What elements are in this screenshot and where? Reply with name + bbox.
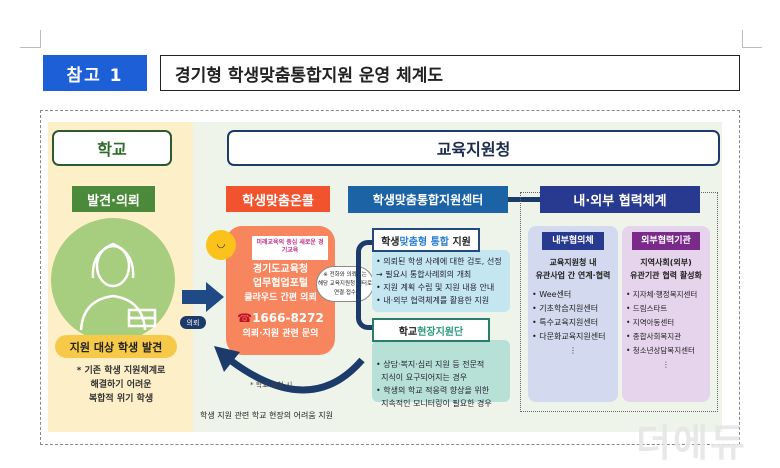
bracket <box>356 240 374 330</box>
coop-title: 내·외부 협력체계 <box>540 186 700 213</box>
list-item: • 드림스타트 <box>626 304 668 313</box>
list-item: • 지자체·행정복지센터 <box>626 290 698 299</box>
bubble-line: ※ 전화와 의뢰서는 <box>323 272 367 278</box>
arrow-right-icon <box>182 282 224 312</box>
phone-number: 1666-8272 <box>252 311 324 325</box>
bubble-line: 연결·접수 <box>334 290 356 296</box>
desc-line: 유관기관 협력 활성화 <box>630 271 702 280</box>
gyeonggi-logo: 미래교육의 중심 새로운 경기교육 <box>252 236 328 260</box>
list-item: • 다문화교육지원센터 <box>532 332 606 341</box>
student-icon <box>51 218 175 342</box>
support-item: • 내·외부 협력체계를 활용한 지원 <box>376 296 490 305</box>
support-item: • 지원 계획 수립 및 지원 내용 안내 <box>376 283 495 292</box>
oncall-title: 학생맞춤온콜 <box>226 186 330 212</box>
school-title: 학교 <box>52 130 172 166</box>
more-indicator: ⋮ <box>569 346 577 355</box>
title-part: 학교 <box>398 326 418 338</box>
list-item: • 특수교육지원센터 <box>532 318 599 327</box>
portal-line: 경기도교육청 <box>252 264 309 275</box>
list-item: • 지역아동센터 <box>626 318 675 327</box>
diagram-frame <box>40 110 740 445</box>
title-highlight: 맞춤형 통합 <box>399 236 449 248</box>
portal-line: 업무협업포털 <box>252 278 309 289</box>
watermark-logo: 더에듀 <box>636 421 747 465</box>
note-line: 복합적 위기 학생 <box>88 394 154 404</box>
external-title: 외부협력기관 <box>632 232 700 250</box>
support-item: • 상담·복지·심리 지원 등 전문적 <box>376 360 485 369</box>
step-discover-request: 발견·의뢰 <box>72 186 155 212</box>
field-support-panel: • 상담·복지·심리 지원 등 전문적 지식이 요구되어지는 경우 • 학생의 학… <box>372 340 510 408</box>
support-item: • 학생의 학교 적응력 향상을 위한 <box>376 386 490 395</box>
note-line: 해결하기 어려운 <box>90 380 152 390</box>
internal-title: 내부협의체 <box>542 232 604 250</box>
title-part: 학생 <box>381 236 400 248</box>
integrated-support-panel: • 의뢰된 학생 사례에 대한 검토, 선정 → 필요시 통합사례회의 개최 • 지… <box>372 250 510 312</box>
desc-line: 유관사업 간 연계·협력 <box>535 271 611 280</box>
request-pill: 의뢰 <box>180 316 206 329</box>
support-item: • 의뢰된 학생 사례에 대한 검토, 선정 <box>376 257 502 266</box>
desc-line: 지역사회(외부) <box>640 258 692 267</box>
integrated-support-title: 학생 맞춤형 통합 지원 <box>372 228 480 252</box>
connector <box>508 197 540 202</box>
title-part: 지원 <box>449 236 471 248</box>
more-indicator: ⋮ <box>662 360 670 369</box>
title-highlight: 현장지원단 <box>417 326 464 338</box>
school-request-note: * 학교 요청 시 <box>250 381 293 389</box>
list-item: • 기초학습지원센터 <box>532 304 599 313</box>
support-item: 지식이 요구되어지는 경우 <box>376 373 468 382</box>
bottom-text: 학생 지원 관련 학교 현장의 어려움 지원 <box>200 411 334 420</box>
return-arrow-icon <box>214 346 365 394</box>
sun-icon: ◡ <box>206 230 236 260</box>
reference-label: 참고 1 <box>43 55 147 91</box>
found-student-pill: 지원 대상 학생 발견 <box>55 335 177 358</box>
external-panel: 외부협력기관 지역사회(외부) 유관기관 협력 활성화 • 지자체·행정복지센터 •… <box>622 226 710 402</box>
school-notes: * 기존 학생 지원체계로 해결하기 어려운 복합적 위기 학생 <box>56 364 186 406</box>
center-title: 학생맞춤통합지원센터 <box>348 186 508 213</box>
bubble-line: 해당 교육지원청 센터로 <box>317 281 373 287</box>
cloud-request[interactable]: 클라우드 간편 의뢰 <box>244 293 317 303</box>
support-item: → 필요시 통합사례회의 개최 <box>376 270 472 279</box>
desc-line: 교육지원청 내 <box>549 258 597 267</box>
list-item: • 청소년상담복지센터 <box>626 346 695 355</box>
office-title: 교육지원청 <box>227 130 720 166</box>
note-line: * 기존 학생 지원체계로 <box>76 366 166 376</box>
page-title: 경기형 학생맞춤통합지원 운영 체계도 <box>160 55 740 91</box>
inquiry-text: 의뢰·지원 관련 문의 <box>242 329 319 339</box>
phone-icon: ☎ <box>237 311 253 325</box>
list-item: • Wee센터 <box>532 290 572 299</box>
support-item: 지속적인 모니터링이 필요한 경우 <box>376 399 492 408</box>
list-item: • 종합사회복지관 <box>626 332 682 341</box>
